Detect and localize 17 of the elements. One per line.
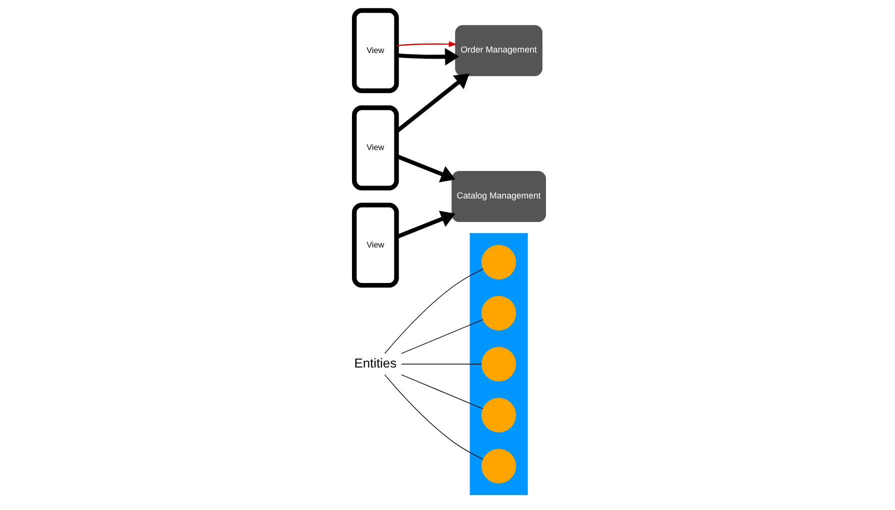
arrow (396, 210, 456, 239)
node-circle (481, 244, 516, 280)
arrow (396, 48, 460, 66)
connector (384, 268, 484, 354)
node-box: Order Management (455, 25, 542, 76)
arrow (396, 41, 458, 48)
connector (400, 319, 484, 354)
connector (384, 374, 484, 460)
node-circle (481, 296, 516, 330)
cluster (470, 233, 528, 496)
node-circle (481, 346, 516, 382)
connector (400, 374, 484, 410)
node-box: Catalog Management (452, 171, 546, 222)
node-circle (481, 398, 516, 432)
node-circle (481, 448, 516, 484)
node-text: Entities (354, 355, 397, 370)
arrow (396, 154, 456, 182)
